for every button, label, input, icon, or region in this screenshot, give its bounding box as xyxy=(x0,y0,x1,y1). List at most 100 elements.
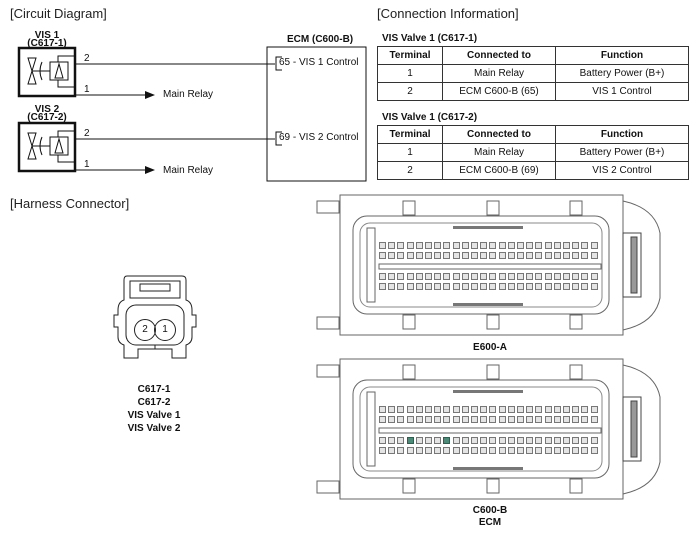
connector-pin xyxy=(489,252,497,259)
connector-pin xyxy=(443,283,451,290)
connector-pin xyxy=(406,447,414,454)
connector-pin xyxy=(443,273,451,280)
vis1-name: VIS 1 xyxy=(34,30,60,41)
connector-pin xyxy=(581,447,589,454)
connector-pin xyxy=(425,447,432,454)
vis2-name: VIS 2 xyxy=(34,104,60,115)
connector-pin xyxy=(544,242,552,249)
connector-pin xyxy=(471,242,478,249)
connector-pin xyxy=(498,252,506,259)
connector-pin xyxy=(517,273,524,280)
connector-pin xyxy=(406,437,414,444)
table-row: 2 ECM C600-B (65) VIS 1 Control xyxy=(377,82,689,101)
connector-pin xyxy=(415,252,423,259)
connector-pin xyxy=(553,283,561,290)
connector-pin xyxy=(517,437,524,444)
connector-pin xyxy=(471,416,478,423)
connector-pin xyxy=(563,242,570,249)
connector-pin xyxy=(406,416,414,423)
connector-pin xyxy=(443,447,451,454)
connector-pin xyxy=(581,406,589,413)
connector-pin xyxy=(452,273,460,280)
connector-pin xyxy=(489,283,497,290)
connector-pin xyxy=(572,252,580,259)
connector-pin xyxy=(517,447,524,454)
connector-pin xyxy=(480,273,488,280)
header-connected-to: Connected to xyxy=(442,46,556,65)
connector-pin xyxy=(443,252,451,259)
vis2-valve-symbol xyxy=(17,121,77,173)
connector-pin xyxy=(425,437,432,444)
connector-pin xyxy=(434,437,442,444)
connector-pin xyxy=(544,283,552,290)
connector-pin xyxy=(507,437,515,444)
connector-pin xyxy=(572,406,580,413)
connector-pin xyxy=(397,273,405,280)
connector-pin xyxy=(535,447,543,454)
connector-pin xyxy=(590,273,598,280)
connector-pin xyxy=(434,447,442,454)
connector-pin xyxy=(461,242,469,249)
connector-pin xyxy=(471,406,478,413)
connector-pin xyxy=(425,273,432,280)
ecm-terminal-69 xyxy=(275,131,282,146)
vis1-relay-label: Main Relay xyxy=(163,89,214,100)
connector-pin xyxy=(480,283,488,290)
connector-pin xyxy=(425,406,432,413)
connector-pin xyxy=(461,283,469,290)
vis1-pin-2: 2 xyxy=(84,53,90,64)
connector-pin xyxy=(461,252,469,259)
connector-pin xyxy=(452,437,460,444)
connector-pin xyxy=(415,447,423,454)
table1-title: VIS Valve 1 (C617-1) xyxy=(382,33,478,44)
vis1-pin-1: 1 xyxy=(84,84,90,95)
circuit-diagram-title: [Circuit Diagram] xyxy=(10,6,107,21)
connector-pin xyxy=(480,406,488,413)
connector-pin xyxy=(544,252,552,259)
connector-pin xyxy=(526,252,534,259)
connector-pin xyxy=(553,447,561,454)
connector-pin xyxy=(406,242,414,249)
connector-pin xyxy=(581,252,589,259)
table-row: 1 Main Relay Battery Power (B+) xyxy=(377,64,689,83)
connector-pin xyxy=(553,252,561,259)
connection-table-1: Terminal Connected to Function 1 Main Re… xyxy=(377,46,689,101)
connector-pin xyxy=(563,416,570,423)
vis1-valve-symbol xyxy=(17,46,77,98)
harness-connector-title: [Harness Connector] xyxy=(10,196,130,211)
vis2-pin-1: 1 xyxy=(84,159,90,170)
ecm-connector-e600-a xyxy=(315,193,695,343)
connector-pin xyxy=(406,273,414,280)
connector-pin xyxy=(415,283,423,290)
arrow-icon xyxy=(145,91,155,99)
connector-pin xyxy=(397,416,405,423)
connector-pin xyxy=(526,242,534,249)
connector-pin xyxy=(434,252,442,259)
cell-function: VIS 1 Control xyxy=(555,82,689,101)
connector-pin xyxy=(415,242,423,249)
connector-pin xyxy=(563,252,570,259)
connector-pin xyxy=(415,406,423,413)
connector-pin xyxy=(471,273,478,280)
cell-connected-to: ECM C600-B (69) xyxy=(442,161,556,180)
connector-pin xyxy=(388,416,396,423)
connector-pin xyxy=(535,416,543,423)
connector-pin xyxy=(425,252,432,259)
connector-pin xyxy=(581,273,589,280)
connector-pin xyxy=(535,252,543,259)
connector-pin xyxy=(572,447,580,454)
connector-pin xyxy=(544,406,552,413)
connector-pin xyxy=(572,273,580,280)
connector-pin xyxy=(535,283,543,290)
connector-pin xyxy=(434,283,442,290)
connector-pin xyxy=(507,273,515,280)
connector-pin xyxy=(379,283,386,290)
small-connector-pin-2: 2 xyxy=(134,319,156,341)
connector-pin xyxy=(581,242,589,249)
connector-pin xyxy=(489,242,497,249)
ecm-terminal-65 xyxy=(275,56,282,71)
ecm-title: ECM (C600-B) xyxy=(287,34,354,45)
connector-pin xyxy=(498,447,506,454)
arrow-icon xyxy=(145,166,155,174)
connector-pin xyxy=(535,273,543,280)
